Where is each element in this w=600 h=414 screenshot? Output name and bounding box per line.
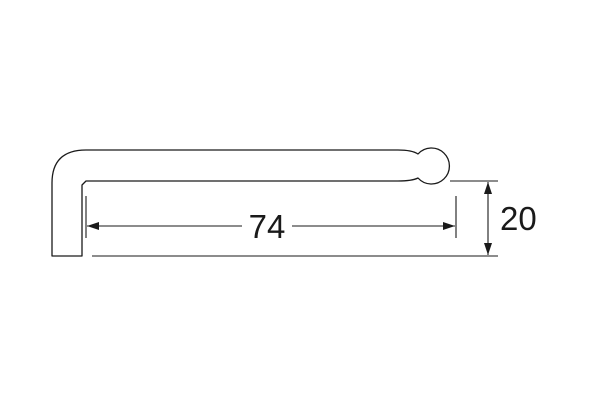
length-dimension-label: 74 (249, 208, 286, 245)
height-dimension-label: 20 (500, 200, 537, 237)
hex-key-outline (51, 147, 450, 257)
